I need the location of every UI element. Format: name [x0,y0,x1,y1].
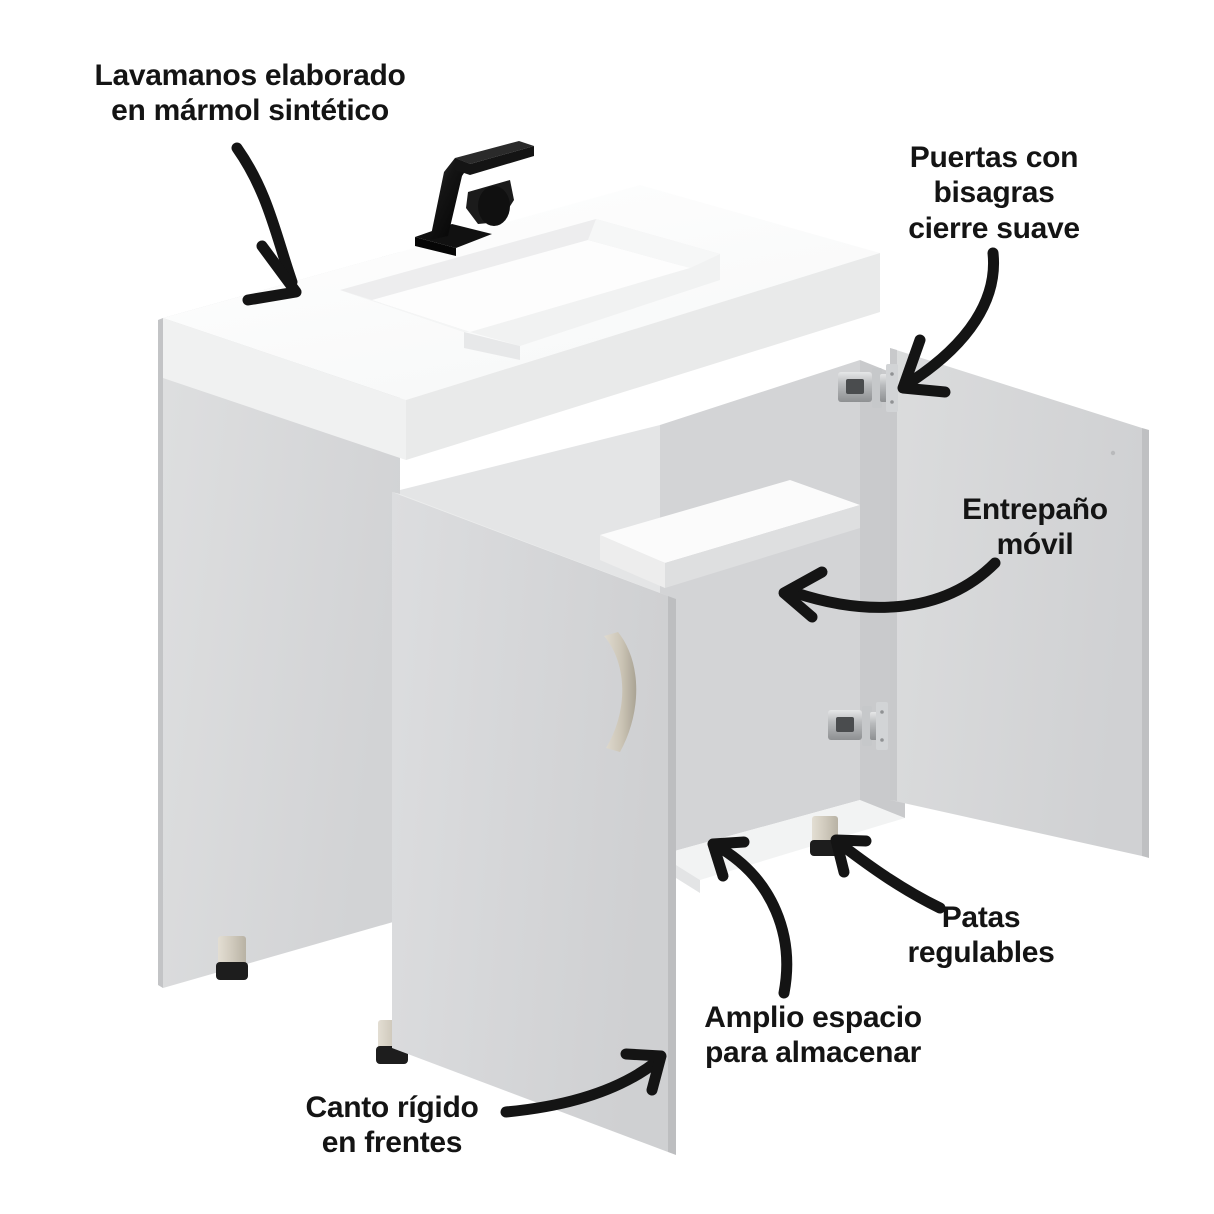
shelf-pin-hole [1110,450,1116,456]
arrow-amplio [707,836,793,999]
basin-step [470,254,720,346]
faucet-base-front [415,237,456,256]
annotation-lavamanos: Lavamanos elaborado en mármol sintético [94,59,406,128]
shelf-right-edge [665,505,860,588]
legs [216,816,840,1064]
left-door-top-edge [392,492,676,599]
left-door[interactable] [392,492,676,1155]
countertop-front-edge [163,318,406,460]
faucet-cartridge [478,186,510,226]
basin-step-face [464,332,520,360]
annotation-canto: Canto rígido en frentes [305,1091,479,1160]
countertop-right-edge [406,253,880,460]
right-door-outer-edge [1142,428,1149,858]
interior-shelf [600,480,860,588]
arrow-lavamanos [231,142,302,306]
shelf-top [600,480,860,563]
leg-front-left [216,936,248,980]
basin [340,219,720,360]
annotation-puertas: Puertas con bisagras cierre suave [908,141,1080,245]
arrow-canto [500,1048,667,1118]
faucet-spout-face [455,146,534,175]
left-side-front-edge [158,318,163,988]
leg-foot [216,962,248,980]
annotation-amplio: Amplio espacio para almacenar [704,1001,922,1070]
arrow-patas [830,834,946,914]
right-door-face[interactable] [890,348,1142,856]
hinge-lower [828,702,888,750]
annotation-patas: Patas regulables [907,901,1055,970]
arrow-puertas [897,247,1000,398]
shelf-front-edge [600,535,665,588]
faucet-column [430,158,470,240]
arrow-entrepano [778,557,1001,623]
faucet [415,141,534,256]
door-handle[interactable] [604,632,637,752]
faucet-spout [455,141,534,164]
left-door-rigid-edge [668,596,676,1155]
basin-left-wall [340,290,470,332]
faucet-base [415,224,492,248]
hinge-upper [838,364,898,412]
basin-floor [372,240,690,332]
back-panel [660,360,860,855]
annotation-entrepano: Entrepaño móvil [962,493,1108,562]
countertop [163,185,880,460]
left-door-face[interactable] [392,492,668,1152]
right-door[interactable] [890,348,1149,858]
right-door-inner-edge [890,348,897,801]
basin-back-wall [588,219,720,268]
